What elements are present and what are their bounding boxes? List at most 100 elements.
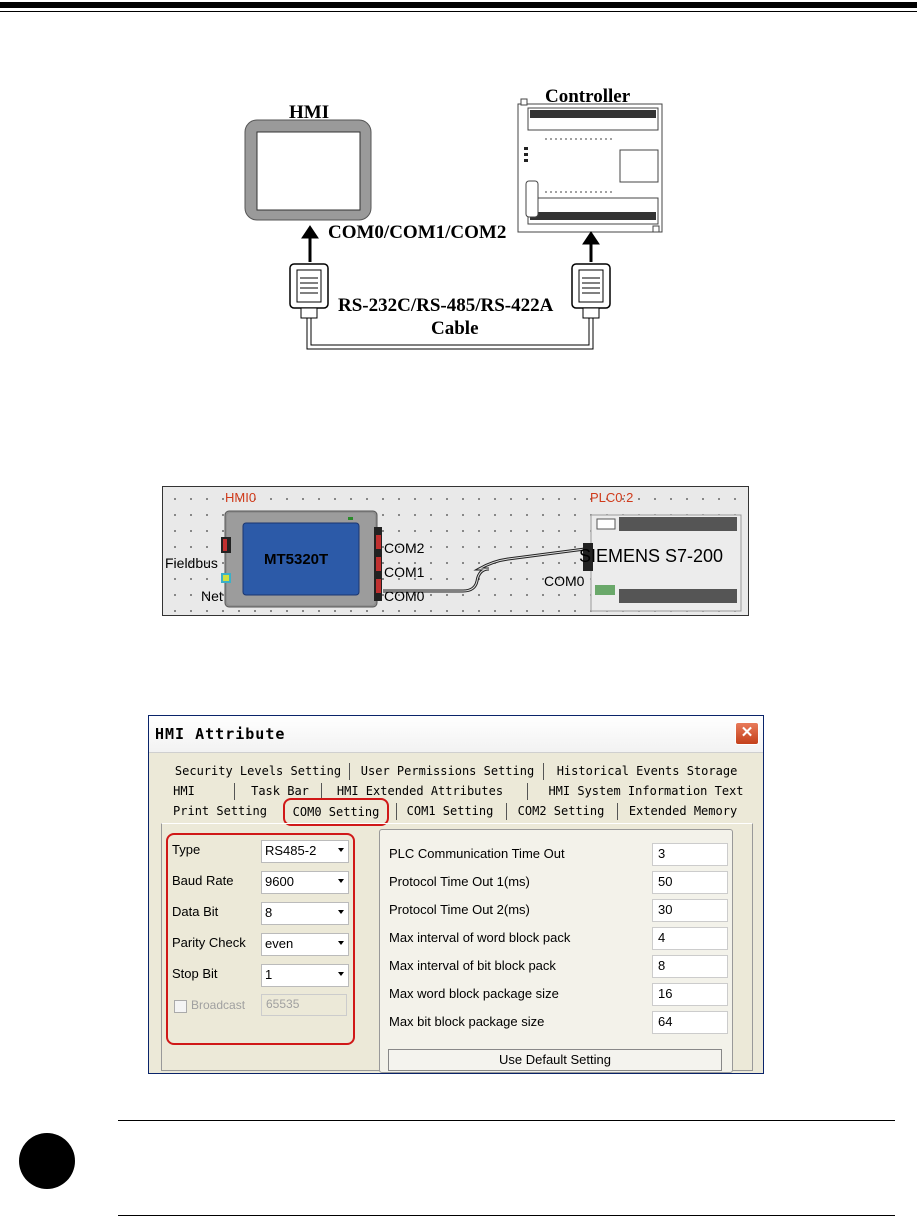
max-word-interval-input[interactable]: 4 (652, 927, 728, 950)
tab-hmi-extended-attributes[interactable]: HMI Extended Attributes (336, 784, 504, 798)
plc-timeout-value: 3 (658, 846, 666, 861)
max-bit-interval-label: Max interval of bit block pack (389, 958, 556, 973)
port-label: COM0/COM1/COM2 (328, 222, 507, 243)
tab-com0-setting[interactable]: COM0 Setting (283, 798, 389, 826)
tab-separator (543, 763, 544, 780)
com-port-strip-icon (374, 527, 382, 601)
tab-print-setting[interactable]: Print Setting (173, 804, 267, 818)
plc-node-name: PLC0:2 (590, 490, 634, 505)
broadcast-checkbox[interactable] (174, 1000, 187, 1013)
tab-com1-setting[interactable]: COM1 Setting (406, 804, 494, 818)
close-icon: ✕ (740, 724, 754, 741)
cable-label-suffix: Cable (431, 318, 479, 339)
cable-line (306, 318, 594, 350)
use-default-setting-button[interactable]: Use Default Setting (388, 1049, 722, 1071)
max-bit-interval-input[interactable]: 8 (652, 955, 728, 978)
tab-separator (234, 783, 235, 800)
max-bit-package-value: 64 (658, 1014, 673, 1029)
type-label: Type (172, 842, 201, 857)
tab-security-levels-setting[interactable]: Security Levels Setting (174, 764, 342, 778)
protocol-timeout-2-label: Protocol Time Out 2(ms) (389, 902, 530, 917)
stop-bit-select[interactable]: 1 (261, 964, 349, 987)
plc-timeout-input[interactable]: 3 (652, 843, 728, 866)
tab-hmi[interactable]: HMI (173, 784, 195, 798)
data-bit-label: Data Bit (172, 904, 219, 919)
plc-model-label: SIEMENS S7-200 (579, 546, 724, 566)
protocol-timeout-2-input[interactable]: 30 (652, 899, 728, 922)
parity-check-label: Parity Check (172, 935, 246, 950)
chevron-down-icon (338, 910, 344, 914)
hmi-arrow (301, 225, 319, 262)
tab-separator (506, 803, 507, 820)
baud-rate-value: 9600 (265, 874, 294, 889)
max-bit-interval-value: 8 (658, 958, 666, 973)
chevron-down-icon (338, 941, 344, 945)
fieldbus-port-label: Fieldbus (165, 555, 218, 571)
hmi-db9-connector (289, 263, 329, 319)
dialog-titlebar[interactable]: HMI Attribute ✕ (149, 716, 763, 753)
controller-arrow (582, 231, 600, 262)
hmi-attribute-dialog: HMI Attribute ✕ Security Levels Setting … (148, 715, 764, 1074)
stop-bit-label: Stop Bit (172, 966, 218, 981)
max-word-package-label: Max word block package size (389, 986, 559, 1001)
broadcast-value: 65535 (266, 997, 300, 1011)
chevron-down-icon (338, 848, 344, 852)
chevron-down-icon (338, 972, 344, 976)
connection-diagram-drawing (244, 98, 663, 350)
tab-user-permissions-setting[interactable]: User Permissions Setting (360, 764, 535, 778)
project-canvas-drawing (221, 510, 742, 612)
note-icon (19, 1133, 75, 1189)
hmi-node-icon (224, 510, 378, 608)
type-value: RS485-2 (265, 843, 317, 858)
data-bit-select[interactable]: 8 (261, 902, 349, 925)
broadcast-field[interactable]: 65535 (261, 994, 347, 1016)
hmi-model-label: MT5320T (264, 551, 329, 568)
chevron-down-icon (338, 879, 344, 883)
connection-diagram: HMI Controller COM0/COM1/COM2 RS-232C/RS… (0, 0, 917, 370)
header-rule-thick (0, 2, 917, 8)
close-button[interactable]: ✕ (735, 722, 759, 745)
header-rule-thin (0, 11, 917, 12)
protocol-timeout-2-value: 30 (658, 902, 673, 917)
net-port-label: Net (201, 588, 223, 604)
note-rule-top (118, 1120, 895, 1121)
tab-extended-memory[interactable]: Extended Memory (628, 804, 738, 818)
controller-device-icon (517, 98, 663, 233)
parity-check-value: even (265, 936, 294, 951)
protocol-timeout-1-label: Protocol Time Out 1(ms) (389, 874, 530, 889)
hmi-device-icon (244, 119, 372, 221)
hmi-label: HMI (289, 102, 330, 123)
tab-separator (349, 763, 350, 780)
plc-node-icon (583, 514, 742, 612)
tab-historical-events-storage[interactable]: Historical Events Storage (556, 764, 738, 778)
fieldbus-port-icon (221, 537, 231, 553)
link-cable-highlight (383, 548, 586, 592)
protocol-timeout-1-value: 50 (658, 874, 673, 889)
hmi-node-name: HMI0 (225, 490, 257, 505)
parity-check-select[interactable]: even (261, 933, 349, 956)
type-select[interactable]: RS485-2 (261, 840, 349, 863)
stop-bit-value: 1 (265, 967, 273, 982)
max-bit-package-label: Max bit block package size (389, 1014, 545, 1029)
data-bit-value: 8 (265, 905, 273, 920)
tab-com2-setting[interactable]: COM2 Setting (517, 804, 605, 818)
com2-port-label: COM2 (384, 540, 425, 556)
tab-separator (321, 783, 322, 800)
protocol-timeout-1-input[interactable]: 50 (652, 871, 728, 894)
project-canvas: HMI0 PLC0:2 MT5320T SIEMENS S7-200 Field… (162, 486, 749, 616)
cable-label: RS-232C/RS-485/RS-422A (338, 295, 554, 316)
tab-separator (527, 783, 528, 800)
controller-db9-connector (571, 263, 611, 319)
tab-task-bar[interactable]: Task Bar (251, 784, 309, 798)
net-port-icon (221, 573, 231, 583)
tab-separator (396, 803, 397, 820)
com-settings-highlight (166, 833, 355, 1045)
max-word-interval-value: 4 (658, 930, 666, 945)
tab-separator (617, 803, 618, 820)
max-word-package-input[interactable]: 16 (652, 983, 728, 1006)
tab-hmi-system-information-text[interactable]: HMI System Information Text (548, 784, 744, 798)
com1-port-label: COM1 (384, 564, 425, 580)
max-bit-package-input[interactable]: 64 (652, 1011, 728, 1034)
baud-rate-select[interactable]: 9600 (261, 871, 349, 894)
com0-port-label: COM0 (384, 588, 425, 604)
